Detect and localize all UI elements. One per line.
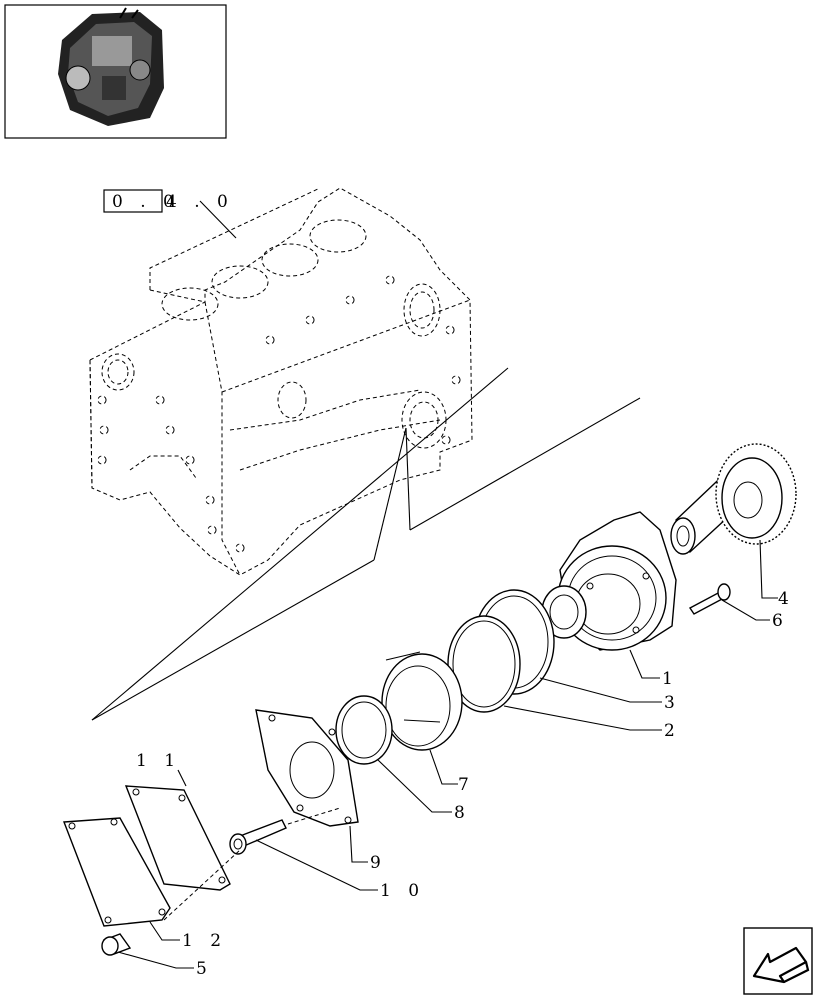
- callout-6: 6: [772, 611, 789, 631]
- seal-ring-part-7[interactable]: [381, 651, 463, 785]
- section-lines: [91, 367, 641, 721]
- callout-10: 1 0: [380, 881, 425, 901]
- back-arrow-icon: [752, 946, 810, 984]
- o-ring-part-2[interactable]: [447, 615, 662, 731]
- cover-plate-part-11[interactable]: [124, 769, 231, 891]
- reference-label-boxed: 0 . 0: [112, 192, 180, 212]
- callout-9: 9: [370, 853, 387, 873]
- callout-4: 4: [778, 589, 795, 609]
- gear-shaft-part[interactable]: [670, 443, 797, 599]
- callout-labels: 4 6 1 3 2 7 8 9 1 0 1 1 1 2 5: [136, 589, 795, 979]
- back-navigation-button[interactable]: [743, 927, 813, 995]
- engine-thumbnail[interactable]: [4, 4, 227, 139]
- engine-block: [89, 187, 473, 576]
- engine-thumbnail-icon: [58, 7, 164, 126]
- callout-7: 7: [458, 775, 475, 795]
- callout-2: 2: [664, 721, 681, 741]
- o-ring-small-part-8[interactable]: [335, 695, 452, 813]
- callout-3: 3: [664, 693, 681, 713]
- callout-11: 1 1: [136, 751, 181, 771]
- callout-1: 1: [662, 669, 679, 689]
- reference-label-rest: 4 . 0: [166, 192, 234, 212]
- bolt-part-6[interactable]: [688, 583, 770, 621]
- bolt-part-5[interactable]: [101, 933, 194, 969]
- reference-label[interactable]: 0 . 0 4 . 0: [103, 189, 237, 239]
- gasket-flange-part-9[interactable]: [255, 709, 368, 863]
- callout-5: 5: [196, 959, 213, 979]
- callout-8: 8: [454, 803, 471, 823]
- pump-housing-part[interactable]: [541, 511, 677, 679]
- callout-12: 1 2: [182, 931, 227, 951]
- cover-plate-part-12[interactable]: [63, 817, 241, 941]
- cap-screw-part-10[interactable]: [229, 807, 378, 891]
